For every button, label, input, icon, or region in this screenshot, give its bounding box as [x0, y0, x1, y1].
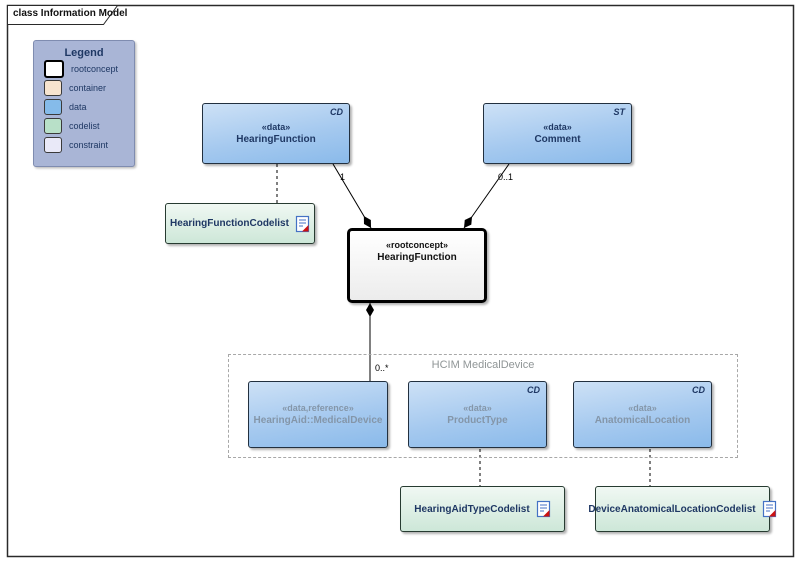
legend-title: Legend	[64, 47, 104, 59]
constraint-swatch	[44, 136, 62, 153]
node-stereotype: «data»	[261, 122, 291, 132]
node-name: HearingFunctionCodelist	[170, 218, 289, 229]
node-hearingaid-medicaldevice[interactable]: «data,reference» HearingAid::MedicalDevi…	[248, 381, 388, 448]
node-anatomicallocation[interactable]: CD «data» AnatomicalLocation	[573, 381, 712, 448]
node-stereotype: «data,reference»	[282, 403, 354, 413]
node-name: HearingAid::MedicalDevice	[253, 415, 383, 426]
frame-title: class Information Model	[13, 8, 128, 19]
legend-item-label: codelist	[69, 120, 100, 131]
node-stereotype: «rootconcept»	[385, 240, 448, 250]
data-swatch	[44, 98, 62, 115]
node-stereotype: «data»	[463, 403, 492, 413]
node-stereotype: «data»	[628, 403, 657, 413]
node-hearingfunctioncodelist[interactable]: HearingFunctionCodelist	[165, 203, 315, 244]
node-tag: CD	[330, 107, 343, 117]
node-producttype[interactable]: CD «data» ProductType	[408, 381, 547, 448]
node-name: HearingFunction	[377, 252, 457, 263]
node-deviceanatomicallocationcodelist[interactable]: DeviceAnatomicalLocationCodelist	[588, 486, 776, 532]
node-name: HearingAidTypeCodelist	[414, 503, 530, 515]
node-stereotype: «data»	[543, 122, 572, 132]
node-name: ProductType	[447, 415, 508, 426]
connector-comment-to-root	[463, 163, 510, 229]
legend-item-constraint: constraint	[44, 135, 134, 154]
legend-item-label: rootconcept	[71, 63, 119, 74]
document-icon	[295, 215, 310, 232]
legend-item-label: data	[69, 101, 87, 112]
node-name: Comment	[534, 134, 581, 145]
container-title: HCIM MedicalDevice	[431, 359, 535, 371]
multiplicity-label: 0..1	[498, 172, 514, 182]
frame-tab	[7, 5, 119, 25]
legend-item-label: container	[69, 82, 107, 93]
legend-item-data: data	[44, 97, 134, 116]
codelist-swatch	[44, 117, 62, 134]
hcim-medicaldevice-container[interactable]: HCIM MedicalDevice	[228, 354, 738, 458]
legend-item-codelist: codelist	[44, 116, 134, 135]
document-icon	[762, 500, 776, 518]
legend[interactable]: Legend rootconcept container data codeli…	[33, 40, 135, 167]
node-rootconcept-hearingfunction[interactable]: «rootconcept» HearingFunction	[347, 228, 487, 303]
diagram-frame	[6, 4, 795, 558]
connector-hearingfunctiondata-to-root	[332, 163, 372, 229]
multiplicity-label: 0..*	[375, 363, 389, 373]
container-swatch	[44, 79, 62, 96]
legend-item-label: constraint	[69, 139, 109, 150]
legend-item-container: container	[44, 78, 134, 97]
node-hearingfunction-data[interactable]: CD «data» HearingFunction	[202, 103, 350, 164]
node-comment[interactable]: ST «data» Comment	[483, 103, 632, 164]
rootconcept-swatch	[44, 59, 64, 78]
node-tag: CD	[527, 385, 540, 395]
document-icon	[536, 500, 550, 518]
node-name: AnatomicalLocation	[594, 415, 691, 426]
node-hearingaidtypecodelist[interactable]: HearingAidTypeCodelist	[400, 486, 565, 532]
node-tag: CD	[692, 385, 705, 395]
node-name: HearingFunction	[236, 134, 316, 145]
node-tag: ST	[613, 107, 625, 117]
legend-item-rootconcept: rootconcept	[44, 59, 134, 78]
node-name: DeviceAnatomicalLocationCodelist	[588, 503, 756, 515]
multiplicity-label: 1	[340, 172, 346, 182]
